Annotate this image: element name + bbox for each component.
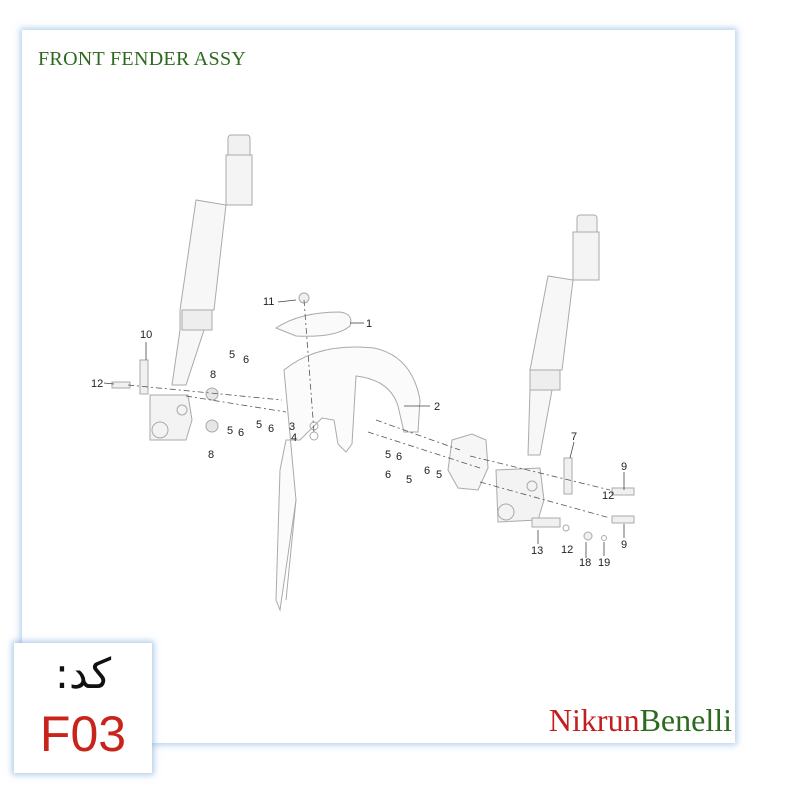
callout-9-a: 9 [621, 461, 627, 473]
callout-3: 3 [289, 421, 295, 433]
callout-19: 19 [598, 557, 610, 569]
callout-12-c: 12 [561, 544, 573, 556]
fender-top [274, 311, 352, 337]
part-code-label: کد: [54, 649, 112, 698]
callout-13: 13 [531, 545, 543, 557]
part-code-box: کد: F03 [14, 643, 152, 773]
callout-11: 11 [263, 296, 274, 308]
callout-2: 2 [434, 401, 440, 413]
front-fender [275, 346, 421, 612]
callout-1: 1 [366, 318, 372, 330]
diagram-title: FRONT FENDER ASSY [38, 48, 247, 70]
callout-18: 18 [579, 557, 591, 569]
callout-6-d: 6 [396, 451, 402, 463]
callout-6-f: 6 [424, 465, 430, 477]
callout-5-f: 5 [436, 469, 442, 481]
callout-5-a: 5 [229, 349, 235, 361]
brand-logo: NikrunBenelli [549, 702, 732, 739]
part-code-value: F03 [39, 706, 127, 762]
callout-6-e: 6 [385, 469, 391, 481]
callout-12-b: 12 [602, 490, 614, 502]
brake-caliper [447, 433, 489, 491]
right-fork-tube [495, 214, 600, 523]
callout-6-a: 6 [243, 354, 249, 366]
callout-7: 7 [571, 431, 577, 443]
callout-12-a: 12 [91, 378, 103, 390]
callout-5-d: 5 [385, 449, 391, 461]
brand-name-part1: Nikrun [548, 702, 640, 738]
callout-5-c: 5 [256, 419, 262, 431]
callout-5-b: 5 [227, 425, 233, 437]
callout-8-a: 8 [210, 369, 216, 381]
callout-8-b: 8 [208, 449, 214, 461]
callout-5-e: 5 [406, 474, 412, 486]
callout-6-b: 6 [238, 427, 244, 439]
callout-9-b: 9 [621, 539, 627, 551]
brand-name-part2: Benelli [639, 702, 732, 738]
callout-4: 4 [291, 432, 297, 444]
callout-6-c: 6 [268, 423, 274, 435]
left-fork-tube [149, 134, 253, 441]
callout-10: 10 [140, 329, 152, 341]
